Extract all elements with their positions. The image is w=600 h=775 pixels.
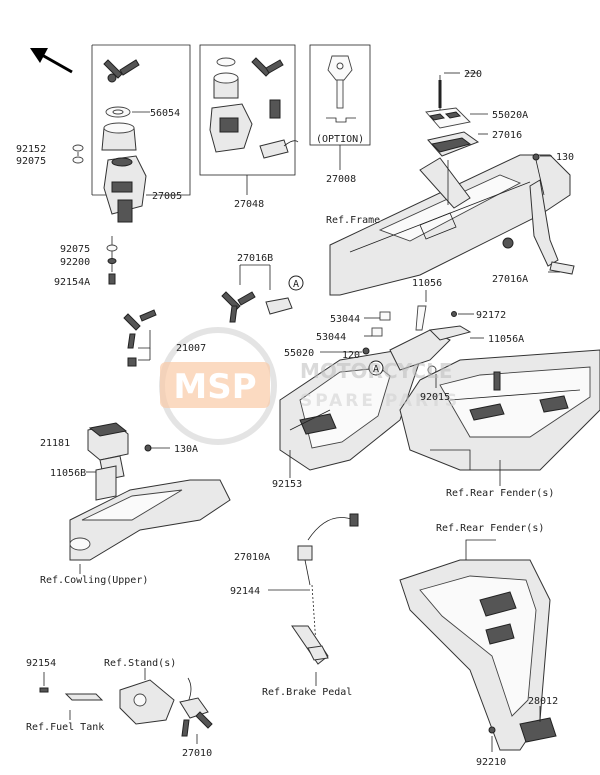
label-92015: 92015 [420, 392, 450, 403]
keys-21007 [123, 309, 157, 367]
label-option: (OPTION) [316, 134, 364, 145]
callout-a-1: A [293, 279, 299, 290]
seat-lock-assembly [209, 57, 299, 159]
label-27016A: 27016A [492, 274, 528, 285]
seat-lock-group-box [199, 44, 296, 195]
label-92154A: 92154A [54, 277, 90, 288]
label-11056B: 11056B [50, 468, 86, 479]
label-27048: 27048 [234, 199, 264, 210]
label-ref-stand: Ref.Stand(s) [104, 658, 176, 669]
bracket-11056B [69, 444, 231, 561]
label-ref-fuel-tank: Ref.Fuel Tank [26, 722, 104, 733]
label-55020: 55020 [284, 348, 314, 359]
watermark-line2: SPARE PARTS [300, 391, 460, 411]
rear-fender-lower [399, 539, 551, 751]
watermark-line1: MOTORCYCLE [300, 359, 452, 383]
label-130: 130 [556, 152, 574, 163]
label-92200: 92200 [60, 257, 90, 268]
grommets-53044 [371, 311, 391, 337]
brake-switch-27010A [291, 513, 359, 665]
label-92154: 92154 [26, 658, 56, 669]
label-11056A: 11056A [488, 334, 524, 345]
side-cowl [279, 349, 421, 471]
label-120: 120 [342, 350, 360, 361]
label-27010: 27010 [182, 748, 212, 759]
option-key-box [309, 44, 371, 170]
option-key [326, 55, 356, 123]
label-53044-1: 53044 [330, 314, 360, 325]
ignition-switch-body [103, 155, 150, 223]
watermark-logo: MSP [173, 367, 256, 407]
watermark-logo-box [160, 362, 270, 408]
label-ref-rear-fender-2: Ref.Rear Fender(s) [436, 523, 544, 534]
washers-92152-92075 [72, 144, 118, 285]
rear-fender-upper [399, 349, 600, 471]
label-92172: 92172 [476, 310, 506, 321]
label-92152: 92152 [16, 144, 46, 155]
label-ref-brake-pedal: Ref.Brake Pedal [262, 687, 352, 698]
label-21181: 21181 [40, 438, 70, 449]
arrow-up-left-icon [30, 48, 73, 74]
washer-56054 [105, 106, 150, 118]
label-28012: 28012 [528, 696, 558, 707]
callout-a-2: A [373, 364, 379, 375]
label-ref-frame: Ref.Frame [326, 215, 380, 226]
label-27016B: 27016B [237, 253, 273, 264]
bracket-55020A [425, 107, 471, 129]
label-56054: 56054 [150, 108, 180, 119]
label-27005: 27005 [152, 191, 182, 202]
label-92210: 92210 [476, 757, 506, 768]
label-55020A: 55020A [492, 110, 528, 121]
side-stand-switch-27010 [39, 677, 213, 737]
leader-lines [43, 72, 560, 752]
label-53044-2: 53044 [316, 332, 346, 343]
bolt-130 [532, 153, 545, 196]
label-220: 220 [464, 69, 482, 80]
ignition-cap [101, 122, 137, 151]
keys-27016B [221, 264, 304, 323]
label-ref-cowling-upper: Ref.Cowling(Upper) [40, 575, 148, 586]
label-ref-rear-fender-1: Ref.Rear Fender(s) [446, 488, 554, 499]
watermark: MSP MOTORCYCLE SPARE PARTS [159, 327, 460, 445]
label-27010A: 27010A [234, 552, 270, 563]
bolt-220 [438, 72, 460, 110]
label-92144: 92144 [230, 586, 260, 597]
lock-27016 [427, 131, 480, 205]
screws-120-92015 [362, 311, 457, 376]
label-11056: 11056 [412, 278, 442, 289]
label-92075-top: 92075 [16, 156, 46, 167]
label-27008: 27008 [326, 174, 356, 185]
rear-frame [329, 154, 575, 296]
label-92075-bottom: 92075 [60, 244, 90, 255]
label-21007: 21007 [176, 343, 206, 354]
label-92153: 92153 [272, 479, 302, 490]
bracket-11056A [389, 305, 472, 371]
label-27016: 27016 [492, 130, 522, 141]
part-labels: 56054 92152 92075 27005 92075 92200 9215… [16, 69, 574, 768]
ignition-switch-group-box [91, 44, 191, 196]
ignition-keys [103, 59, 140, 83]
label-130A: 130A [174, 444, 198, 455]
